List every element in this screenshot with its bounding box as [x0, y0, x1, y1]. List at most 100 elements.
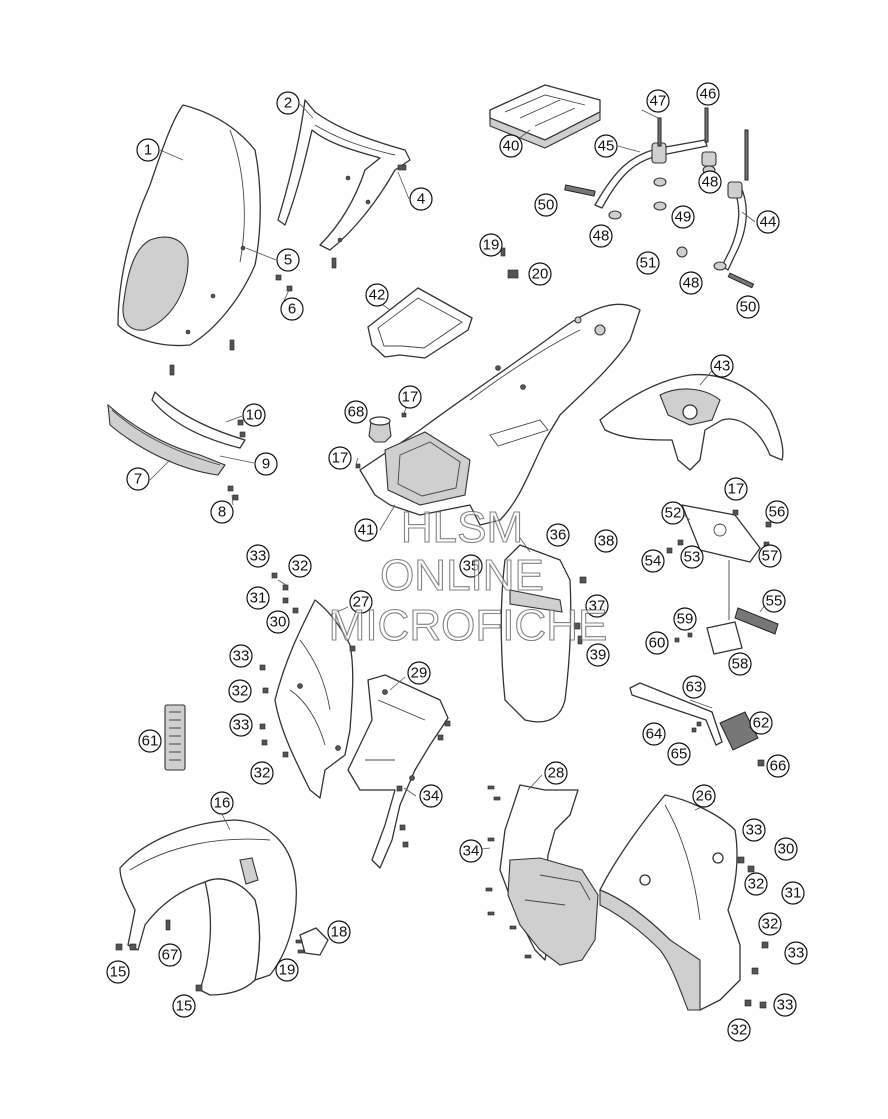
svg-text:37: 37	[589, 598, 606, 615]
part-left-side-cover	[274, 599, 354, 799]
svg-text:52: 52	[665, 505, 682, 522]
callout-1: 1	[136, 138, 160, 162]
svg-text:55: 55	[766, 593, 783, 610]
callout-38: 38	[594, 529, 618, 553]
callout-48c: 48	[679, 271, 703, 295]
part-license-plate-holder	[629, 504, 779, 751]
svg-text:56: 56	[769, 504, 786, 521]
svg-text:18: 18	[331, 924, 348, 941]
callout-31a: 31	[246, 586, 270, 610]
callout-label: 1	[144, 142, 152, 159]
part-right-frame-guard	[499, 784, 599, 966]
callout-43: 43	[710, 354, 734, 378]
callout-61: 61	[138, 729, 162, 753]
callout-63: 63	[682, 675, 706, 699]
svg-text:62: 62	[753, 715, 770, 732]
callout-50a: 50	[534, 193, 558, 217]
callout-68: 68	[344, 400, 368, 424]
callout-65: 65	[667, 742, 691, 766]
svg-text:67: 67	[162, 947, 179, 964]
svg-text:68: 68	[348, 404, 365, 421]
callout-17b: 17	[328, 446, 352, 470]
svg-text:34: 34	[463, 843, 480, 860]
callout-33a: 33	[246, 544, 270, 568]
callout-54: 54	[641, 549, 665, 573]
svg-text:38: 38	[598, 533, 615, 550]
svg-text:58: 58	[732, 656, 749, 673]
callout-40: 40	[499, 134, 523, 158]
svg-text:40: 40	[503, 138, 520, 155]
svg-text:47: 47	[650, 93, 667, 110]
callout-36: 36	[546, 523, 570, 547]
svg-text:32: 32	[762, 916, 779, 933]
callout-47: 47	[646, 89, 670, 113]
callout-26: 26	[692, 784, 716, 808]
callout-39: 39	[586, 643, 610, 667]
svg-text:29: 29	[411, 665, 428, 682]
svg-text:33: 33	[233, 717, 250, 734]
callout-60: 60	[645, 631, 669, 655]
callout-55: 55	[762, 589, 786, 613]
svg-text:32: 32	[254, 765, 271, 782]
callout-10: 10	[242, 403, 266, 427]
callout-30a: 30	[266, 610, 290, 634]
svg-text:33: 33	[788, 945, 805, 962]
callout-34b: 34	[459, 839, 483, 863]
callout-56: 56	[765, 500, 789, 524]
callout-5: 5	[276, 248, 300, 272]
svg-text:48: 48	[702, 174, 719, 191]
svg-text:6: 6	[288, 301, 296, 318]
svg-text:35: 35	[463, 558, 480, 575]
svg-text:65: 65	[671, 746, 688, 763]
callout-52: 52	[661, 501, 685, 525]
callout-42: 42	[365, 283, 389, 307]
callout-66: 66	[766, 754, 790, 778]
svg-text:19: 19	[279, 962, 296, 979]
svg-text:20: 20	[532, 266, 549, 283]
svg-text:27: 27	[353, 594, 370, 611]
callout-6: 6	[280, 297, 304, 321]
svg-text:33: 33	[777, 997, 794, 1014]
leader-lines	[149, 103, 771, 851]
part-front-side-panel	[107, 391, 246, 476]
svg-text:26: 26	[696, 788, 713, 805]
callout-50b: 50	[736, 295, 760, 319]
callout-53: 53	[680, 545, 704, 569]
svg-text:48: 48	[683, 275, 700, 292]
callout-17a: 17	[398, 385, 422, 409]
callout-20: 20	[528, 262, 552, 286]
svg-text:64: 64	[646, 726, 663, 743]
svg-text:2: 2	[284, 95, 292, 112]
callout-33e: 33	[784, 941, 808, 965]
svg-text:50: 50	[538, 197, 555, 214]
callout-16: 16	[210, 791, 234, 815]
callout-33d: 33	[742, 818, 766, 842]
callout-51: 51	[636, 251, 660, 275]
svg-text:30: 30	[778, 841, 795, 858]
part-headlight-bracket	[277, 99, 411, 251]
svg-text:31: 31	[785, 885, 802, 902]
svg-text:9: 9	[262, 456, 270, 473]
svg-text:45: 45	[598, 138, 615, 155]
callout-64: 64	[642, 722, 666, 746]
svg-text:17: 17	[332, 450, 349, 467]
svg-text:44: 44	[760, 214, 777, 231]
callout-8: 8	[210, 500, 234, 524]
part-left-frame-guard	[347, 674, 449, 869]
part-airbox-cover	[367, 287, 473, 359]
svg-text:15: 15	[176, 998, 193, 1015]
svg-text:17: 17	[728, 481, 745, 498]
callout-15b: 15	[172, 994, 196, 1018]
callout-48b: 48	[589, 224, 613, 248]
callout-33c: 33	[229, 713, 253, 737]
callout-45: 45	[594, 134, 618, 158]
svg-text:34: 34	[423, 788, 440, 805]
callout-33b: 33	[229, 644, 253, 668]
callout-27: 27	[349, 590, 373, 614]
callout-32e: 32	[758, 912, 782, 936]
watermark-line-1: HLSM	[401, 503, 523, 552]
callout-19a: 19	[479, 233, 503, 257]
svg-text:19: 19	[483, 237, 500, 254]
svg-text:42: 42	[369, 287, 386, 304]
